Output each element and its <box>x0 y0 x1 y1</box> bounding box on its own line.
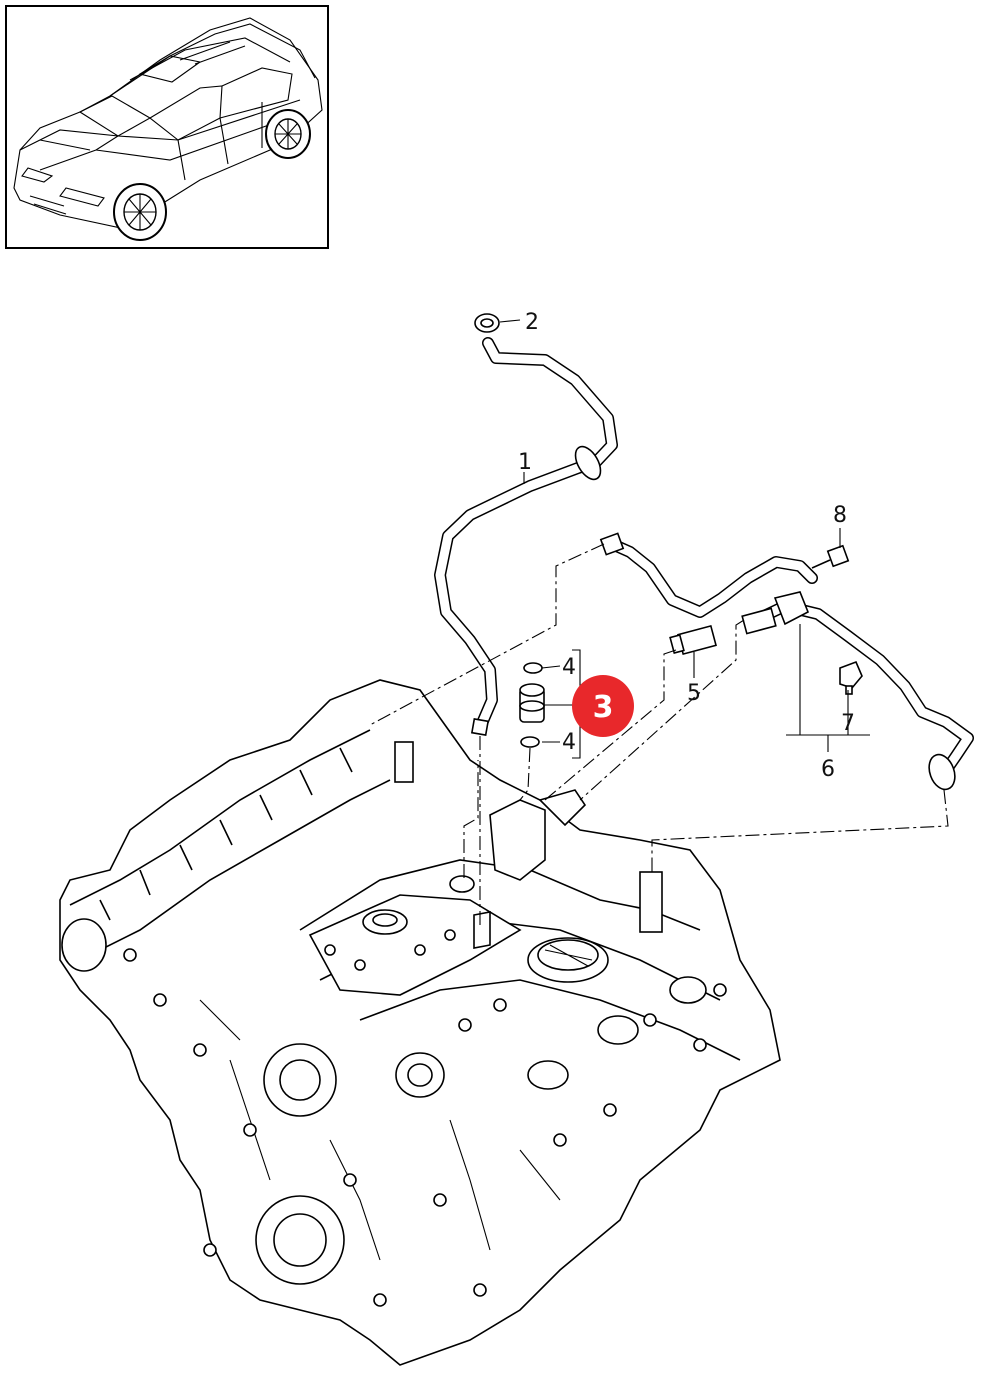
callout-8: 8 <box>833 503 847 528</box>
valve-part-3 <box>519 662 545 748</box>
callout-5: 5 <box>687 681 701 706</box>
callout-2: 2 <box>525 310 539 335</box>
highlight-badge-label: 3 <box>593 690 614 725</box>
suv-wheels <box>113 109 311 241</box>
bolt-part-8 <box>811 544 850 569</box>
assembly-lines <box>369 543 949 928</box>
clip-part-7 <box>839 660 863 695</box>
callout-4-upper: 4 <box>562 655 576 680</box>
hose-part-1 <box>434 337 618 737</box>
vehicle-thumbnail <box>5 5 329 249</box>
callout-1: 1 <box>518 450 532 475</box>
callout-6: 6 <box>821 757 835 782</box>
highlight-badge-3: 3 <box>572 675 634 737</box>
callout-4-lower: 4 <box>562 730 576 755</box>
callout-labels: 1 2 4 4 5 6 7 8 <box>518 310 855 782</box>
leader-lines <box>499 319 870 759</box>
hose-upper-right <box>599 532 818 618</box>
clamp-part-2 <box>474 313 500 333</box>
connector-part-5 <box>669 607 777 656</box>
callout-7: 7 <box>841 711 855 736</box>
engine-block <box>59 679 781 1366</box>
hose-part-6 <box>754 591 974 791</box>
